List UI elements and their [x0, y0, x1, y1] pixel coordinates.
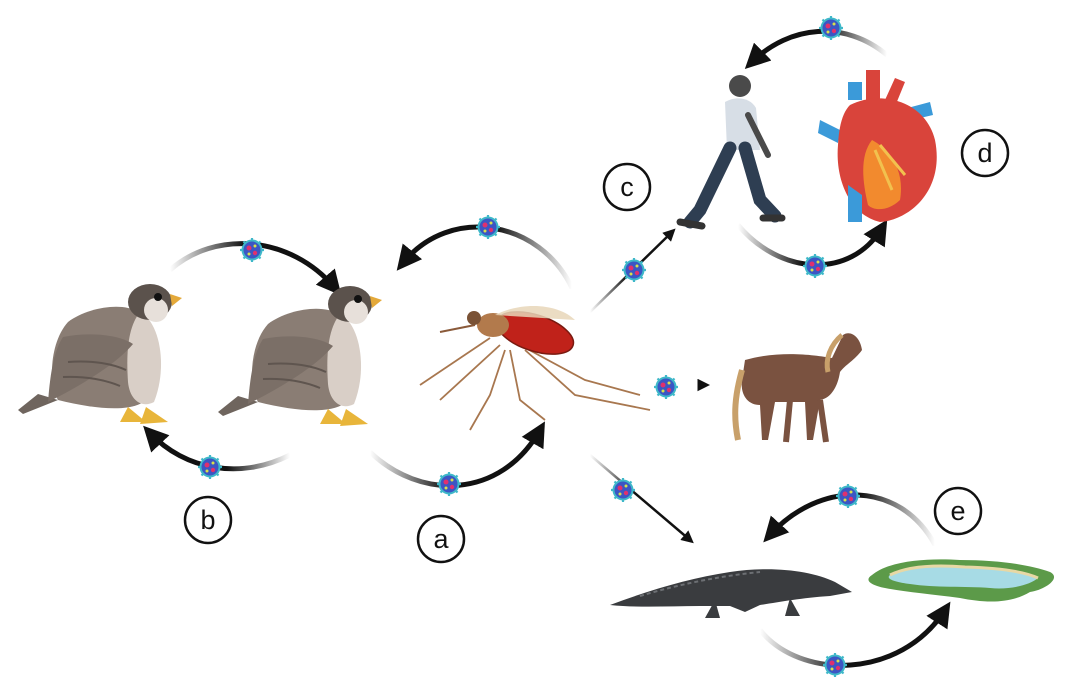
virus-particle: [196, 453, 224, 481]
virus-particle: [834, 482, 862, 510]
falcon-left-icon: [17, 283, 183, 425]
label-b-text: b: [200, 505, 215, 535]
label-a-text: a: [433, 524, 449, 554]
label-e-text: e: [950, 496, 965, 526]
virus-particle: [817, 14, 845, 42]
arrow-alligator-to-pond: [758, 601, 951, 668]
virus-particle: [821, 651, 849, 679]
heart-icon: [818, 70, 937, 222]
virus-particle: [801, 252, 829, 280]
human-icon: [676, 75, 786, 230]
label-c: c: [602, 162, 652, 212]
label-d: d: [960, 128, 1010, 178]
virus-particle: [609, 476, 637, 504]
label-c-text: c: [620, 172, 634, 202]
arrow-mosquito-to-alligator: [589, 454, 694, 544]
virus-particle: [620, 256, 648, 284]
label-b: b: [183, 495, 233, 545]
mosquito-icon: [419, 305, 651, 431]
falcon-right-icon: [217, 285, 383, 427]
virus-particle: [652, 373, 680, 401]
label-d-text: d: [977, 138, 992, 168]
label-a: a: [416, 514, 466, 564]
pond-icon: [868, 559, 1055, 602]
label-e: e: [933, 486, 983, 536]
alligator-icon: [610, 569, 852, 618]
arrow-falcon-back: [143, 425, 292, 472]
virus-particle: [238, 236, 266, 264]
virus-particle: [435, 470, 463, 498]
horse-icon: [732, 333, 862, 443]
virus-particle: [474, 213, 502, 241]
arrow-heart-to-human: [744, 28, 889, 69]
